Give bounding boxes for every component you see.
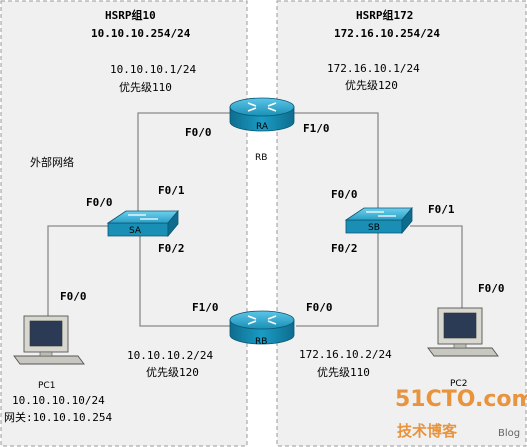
switch-sb: SB bbox=[344, 206, 413, 235]
left-group-vip: 10.10.10.254/24 bbox=[91, 27, 191, 40]
link-ra-sb bbox=[292, 112, 379, 213]
links bbox=[47, 112, 463, 327]
sb-if-f01: F0/1 bbox=[428, 203, 455, 216]
sb-if-f00: F0/0 bbox=[331, 188, 358, 201]
ra-left-priority: 优先级110 bbox=[119, 81, 172, 94]
right-group-vip: 172.16.10.254/24 bbox=[334, 27, 440, 40]
pc2-label: PC2 bbox=[450, 379, 467, 389]
switch-arrows-icon bbox=[366, 211, 396, 217]
sa-if-f01: F0/1 bbox=[158, 184, 185, 197]
rb-right-priority: 优先级110 bbox=[317, 366, 370, 379]
rb-right-ip: 172.16.10.2/24 bbox=[299, 348, 392, 361]
switch-arrows-icon bbox=[128, 214, 158, 220]
pc1-ip: 10.10.10.10/24 bbox=[12, 394, 105, 407]
router-rb: RB bbox=[229, 310, 295, 347]
pc1-gateway: 网关:10.10.10.254 bbox=[4, 410, 112, 424]
ra-if-f10: F1/0 bbox=[303, 122, 330, 135]
pc1 bbox=[13, 315, 85, 365]
pc1-label: PC1 bbox=[38, 381, 55, 391]
router-arrows-icon bbox=[247, 315, 277, 325]
router-rb-label: RB bbox=[255, 337, 267, 347]
switch-sa-label: SA bbox=[129, 226, 142, 236]
sa-if-f00: F0/0 bbox=[86, 196, 113, 209]
sb-if-f02: F0/2 bbox=[331, 242, 358, 255]
link-sb-rb bbox=[296, 233, 379, 327]
pc2 bbox=[427, 307, 499, 357]
link-ra-sa bbox=[137, 112, 232, 217]
right-group-title: HSRP组172 bbox=[356, 8, 413, 22]
ra-if-f00: F0/0 bbox=[185, 126, 212, 139]
ra-right-ip: 172.16.10.1/24 bbox=[327, 62, 420, 75]
router-ra-label: RA bbox=[256, 122, 269, 132]
ra-left-ip: 10.10.10.1/24 bbox=[110, 63, 196, 76]
left-group-title: HSRP组10 bbox=[105, 8, 156, 22]
rb-left-ip: 10.10.10.2/24 bbox=[127, 349, 213, 362]
switch-sa: SA bbox=[106, 209, 179, 238]
router-ra: RA bbox=[229, 97, 295, 132]
pc1-if-f00: F0/0 bbox=[60, 290, 87, 303]
router-arrows-icon bbox=[247, 102, 277, 112]
watermark-sub: 技术博客 bbox=[397, 422, 458, 440]
sa-if-f02: F0/2 bbox=[158, 242, 185, 255]
link-sb-pc2 bbox=[410, 225, 463, 308]
pc2-if-f00: F0/0 bbox=[478, 282, 505, 295]
watermark-site: 51CTO.com bbox=[395, 387, 527, 412]
pc-screen-icon bbox=[443, 312, 477, 339]
rb-left-priority: 优先级120 bbox=[146, 366, 199, 379]
pc-screen-icon bbox=[29, 320, 63, 347]
ra-below-label: RB bbox=[255, 153, 267, 163]
watermark: 51CTO.com 技术博客 Blog bbox=[395, 387, 527, 440]
rb-if-f10: F1/0 bbox=[192, 301, 219, 314]
watermark-blog: Blog bbox=[498, 428, 520, 439]
ra-right-priority: 优先级120 bbox=[345, 79, 398, 92]
rb-if-f00: F0/0 bbox=[306, 301, 333, 314]
link-sa-pc1 bbox=[47, 225, 108, 316]
link-sa-rb bbox=[139, 233, 232, 327]
external-network-label: 外部网络 bbox=[30, 155, 74, 169]
switch-sb-label: SB bbox=[368, 223, 380, 233]
